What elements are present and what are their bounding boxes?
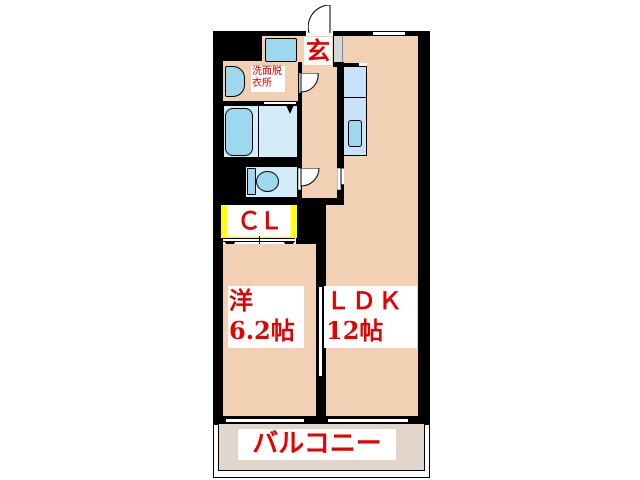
wall-closet-right xyxy=(296,198,326,244)
washroom-label-line2: 衣所 xyxy=(252,78,272,89)
door-arc-icon xyxy=(298,72,319,94)
corridor-washroom-wall xyxy=(298,62,302,198)
entrance-label: 玄 xyxy=(304,36,332,65)
ldk-top-window xyxy=(373,31,405,36)
wall-washroom-bath xyxy=(223,101,301,105)
wash-basin-icon xyxy=(225,66,245,97)
wall-corridor-bottom xyxy=(223,198,344,205)
toilet-bowl-icon xyxy=(256,171,279,192)
balcony-label: バルコニー xyxy=(238,429,396,460)
wall-corridor-kitchen xyxy=(337,62,344,210)
toilet-door xyxy=(297,167,320,191)
washing-machine-icon xyxy=(265,38,297,62)
bathtub-icon xyxy=(225,108,253,156)
ldk-balcony-window xyxy=(328,418,408,423)
western-room-label-name: 洋 xyxy=(229,286,253,315)
outer-wall-left xyxy=(213,31,223,424)
outer-wall-right xyxy=(418,31,430,424)
ldk-floor-mid xyxy=(344,156,418,206)
washroom-door xyxy=(298,72,319,94)
western-room-label: 洋 6.2帖 xyxy=(228,286,304,348)
washroom-label-line1: 洗面脱 xyxy=(252,66,282,77)
western-room-label-size: 6.2帖 xyxy=(229,316,295,345)
door-arc-icon xyxy=(307,4,331,34)
bath-door-marker-icon xyxy=(286,105,294,114)
western-balcony-window xyxy=(226,418,304,423)
ldk-label: ＬＤＫ 12帖 xyxy=(324,286,417,348)
toilet-tank-icon xyxy=(247,168,256,195)
kitchen-sink-icon xyxy=(348,120,362,147)
closet-label: ＣＬ xyxy=(227,205,291,237)
washroom-label: 洗面脱 衣所 xyxy=(251,66,285,92)
kitchen-counter-divider xyxy=(343,97,367,98)
wall-block-top-left xyxy=(213,31,263,61)
sliding-door-western-ldk xyxy=(318,287,323,376)
bath-door-rail xyxy=(263,101,297,105)
closet-door-rail-mid xyxy=(259,236,260,244)
door-arc-icon xyxy=(297,167,320,191)
shoe-cabinet-divider xyxy=(342,36,343,63)
outer-wall-top-mid xyxy=(333,31,373,39)
wall-shoe-bottom xyxy=(333,62,359,67)
bathroom-divider xyxy=(258,105,259,158)
wall-toilet-left xyxy=(223,158,245,198)
wall-bath-toilet xyxy=(223,158,301,166)
ldk-label-size: 12帖 xyxy=(326,316,384,345)
ldk-label-name: ＬＤＫ xyxy=(326,286,404,315)
entrance-door-swing xyxy=(307,4,332,34)
outer-wall-bottom xyxy=(213,416,430,424)
